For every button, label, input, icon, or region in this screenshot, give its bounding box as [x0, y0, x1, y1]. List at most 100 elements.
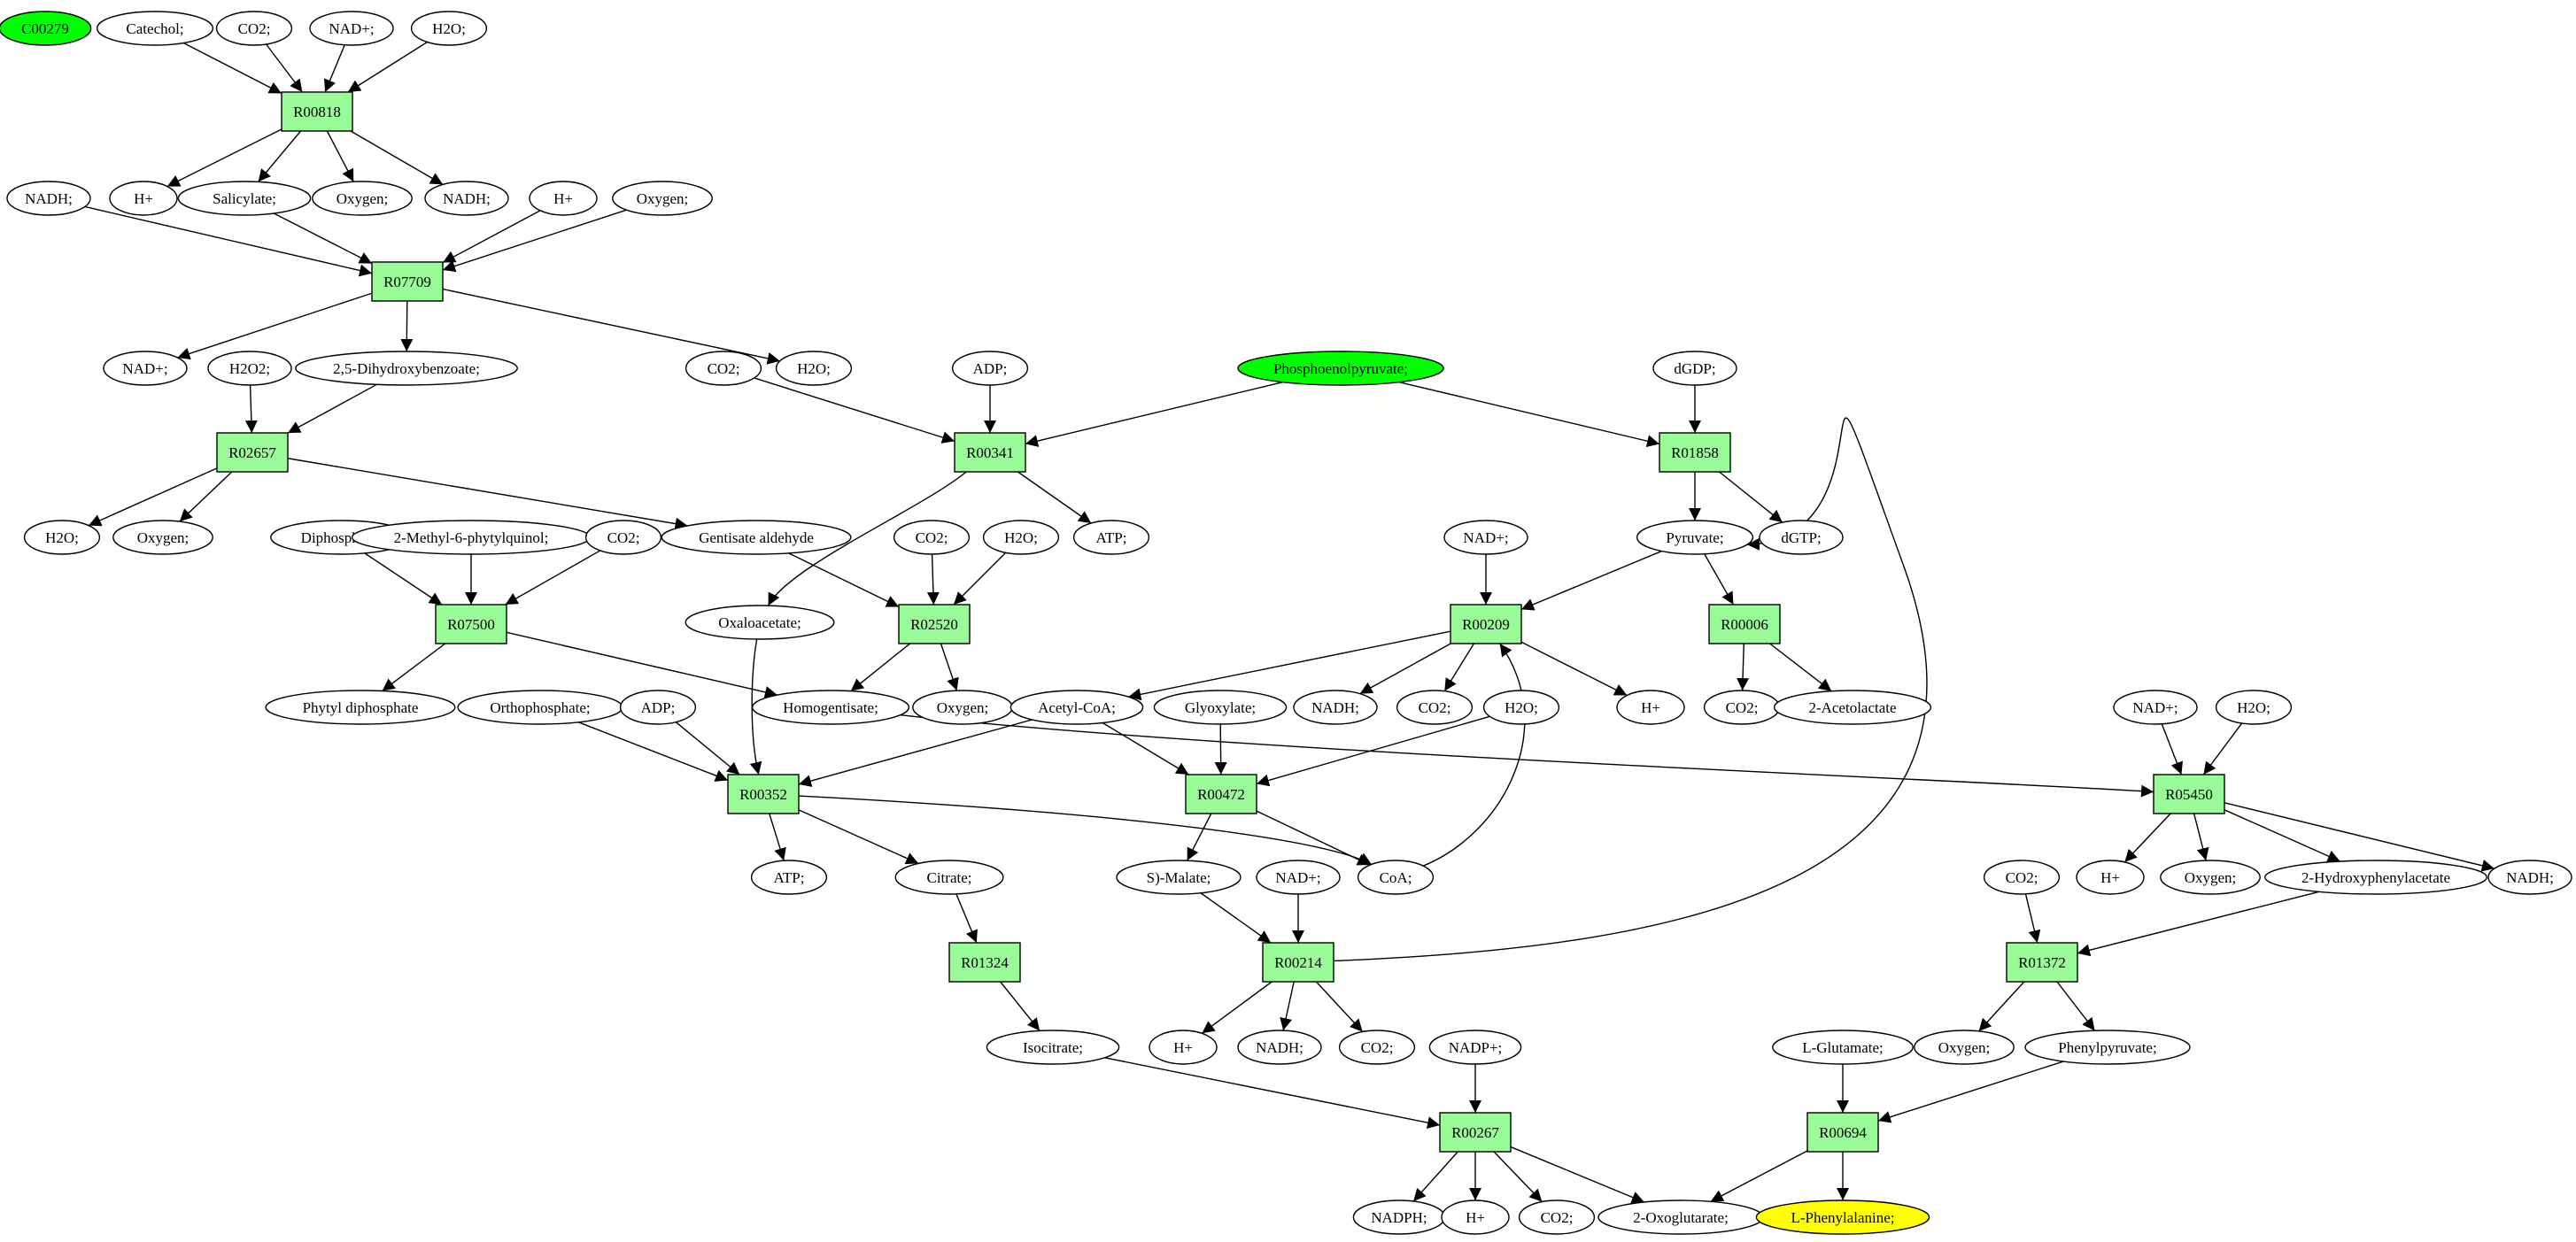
reaction-node-r07709[interactable]: R07709 [371, 261, 444, 302]
metabolite-node-hplus_b[interactable]: H+ [529, 181, 598, 216]
metabolite-node-acetylcoa[interactable]: Acetyl-CoA; [1010, 690, 1144, 725]
metabolite-node-pep[interactable]: Phosphoenolpyruvate; [1237, 351, 1444, 386]
metabolite-node-hplus_c[interactable]: H+ [1616, 690, 1685, 725]
metabolite-node-pyruvate[interactable]: Pyruvate; [1636, 520, 1754, 555]
metabolite-node-mpq[interactable]: 2-Methyl-6-phytylquinol; [351, 520, 592, 555]
metabolite-node-salicylate[interactable]: Salicylate; [177, 181, 312, 216]
metabolite-node-oxaloacetate[interactable]: Oxaloacetate; [685, 605, 835, 640]
metabolite-node-h2o_d[interactable]: H2O; [982, 520, 1060, 555]
metabolite-node-c00279[interactable]: C00279 [0, 11, 92, 46]
metabolite-node-hplus_f[interactable]: H+ [1441, 1200, 1510, 1235]
edge-pyruvate-to-R00209 [1520, 550, 1662, 611]
metabolite-label: ADP; [641, 699, 676, 716]
metabolite-node-adp_a[interactable]: ADP; [951, 351, 1029, 386]
metabolite-node-oxygen_f[interactable]: Oxygen; [1914, 1030, 2015, 1065]
reaction-node-r00472[interactable]: R00472 [1185, 774, 1257, 814]
metabolite-node-acetolactate[interactable]: 2-Acetolactate [1773, 690, 1932, 725]
metabolite-node-nadh_d[interactable]: NADH; [2487, 860, 2572, 895]
metabolite-node-h2o_f[interactable]: H2O; [2215, 690, 2293, 725]
metabolite-node-oxygen_c[interactable]: Oxygen; [112, 520, 213, 555]
reaction-node-r01324[interactable]: R01324 [948, 942, 1021, 983]
metabolite-node-oxygen_d[interactable]: Oxygen; [912, 690, 1013, 725]
metabolite-node-phenylpyruvate[interactable]: Phenylpyruvate; [2024, 1030, 2191, 1065]
reaction-node-r00352[interactable]: R00352 [727, 774, 800, 814]
reaction-node-r02657[interactable]: R02657 [216, 432, 289, 473]
metabolite-node-phytyldp[interactable]: Phytyl diphosphate [265, 690, 456, 725]
metabolite-node-homogentisate[interactable]: Homogentisate; [751, 690, 910, 725]
metabolite-node-nadh_a[interactable]: NADH; [424, 181, 509, 216]
metabolite-node-smalate[interactable]: S)-Malate; [1116, 860, 1242, 895]
metabolite-node-co2_d[interactable]: CO2; [893, 520, 971, 555]
edge-orthophosphate-to-R00352 [577, 721, 729, 782]
metabolite-node-oxygen_e[interactable]: Oxygen; [2160, 860, 2261, 895]
metabolite-node-oxygen_b[interactable]: Oxygen; [612, 181, 713, 216]
metabolite-node-coa[interactable]: CoA; [1357, 860, 1435, 895]
metabolite-node-oxygen_a[interactable]: Oxygen; [312, 181, 413, 216]
metabolite-node-co2_b[interactable]: CO2; [685, 351, 762, 386]
metabolite-node-dgtp[interactable]: dGTP; [1759, 520, 1844, 555]
metabolite-node-lphe[interactable]: L-Phenylalanine; [1755, 1200, 1930, 1235]
metabolite-node-h2o_c[interactable]: H2O; [23, 520, 101, 555]
reaction-node-r00818[interactable]: R00818 [281, 91, 353, 132]
reaction-node-r05450[interactable]: R05450 [2153, 774, 2225, 814]
metabolite-node-nad_e[interactable]: NAD+; [1256, 860, 1341, 895]
metabolite-node-isocitrate[interactable]: Isocitrate; [986, 1030, 1120, 1065]
metabolite-node-h2o_e[interactable]: H2O; [1482, 690, 1560, 725]
metabolite-ellipse [1338, 1030, 1416, 1065]
metabolite-node-nad_a[interactable]: NAD+; [309, 11, 394, 46]
reaction-node-r00209[interactable]: R00209 [1450, 604, 1522, 644]
metabolite-node-dgdp[interactable]: dGDP; [1652, 351, 1737, 386]
metabolite-node-co2_i[interactable]: CO2; [1518, 1200, 1596, 1235]
metabolite-node-lglutamate[interactable]: L-Glutamate; [1772, 1030, 1914, 1065]
reaction-node-r00694[interactable]: R00694 [1806, 1112, 1879, 1153]
metabolite-node-co2_a[interactable]: CO2; [215, 11, 293, 46]
metabolite-node-nad_d[interactable]: NAD+; [2113, 690, 2198, 725]
reaction-node-r00341[interactable]: R00341 [954, 432, 1026, 473]
metabolite-node-nadp[interactable]: NADP+; [1428, 1030, 1522, 1065]
metabolite-node-catechol[interactable]: Catechol; [96, 11, 214, 46]
metabolite-node-h2o_b[interactable]: H2O; [775, 351, 853, 386]
edge-R00472-to-coa [1256, 810, 1371, 866]
metabolite-node-glyoxylate[interactable]: Glyoxylate; [1153, 690, 1288, 725]
metabolite-node-h2o2[interactable]: H2O2; [207, 351, 292, 386]
metabolite-node-gentisald[interactable]: Gentisate aldehyde [661, 520, 852, 555]
metabolite-node-hplus_e[interactable]: H+ [1149, 1030, 1218, 1065]
reaction-box [281, 91, 353, 132]
metabolite-node-nad_c[interactable]: NAD+; [1443, 520, 1528, 555]
metabolite-ellipse [6, 181, 91, 216]
metabolite-node-h2o_a[interactable]: H2O; [410, 11, 488, 46]
metabolite-node-nadph[interactable]: NADPH; [1352, 1200, 1446, 1235]
metabolite-node-hplus_d[interactable]: H+ [2076, 860, 2145, 895]
metabolite-node-adp_b[interactable]: ADP; [619, 690, 697, 725]
reaction-node-r00214[interactable]: R00214 [1262, 942, 1334, 983]
metabolite-node-co2_f[interactable]: CO2; [1703, 690, 1781, 725]
metabolite-node-citrate[interactable]: Citrate; [894, 860, 1004, 895]
metabolite-node-atp_b[interactable]: ATP; [750, 860, 828, 895]
metabolite-label: Oxygen; [637, 190, 689, 207]
metabolite-node-nadh_b[interactable]: NADH; [6, 181, 91, 216]
edge-R00818-to-salicylate [258, 130, 302, 182]
metabolite-node-orthophosphate[interactable]: Orthophosphate; [457, 690, 623, 725]
metabolite-label: H2O; [1505, 699, 1538, 716]
metabolite-node-hpa[interactable]: 2-Hydroxyphenylacetate [2264, 860, 2487, 895]
reaction-node-r01372[interactable]: R01372 [2006, 942, 2078, 983]
edge-hpa-to-R01372 [2077, 891, 2320, 957]
metabolite-node-nadh_e[interactable]: NADH; [1237, 1030, 1322, 1065]
metabolite-node-oxoglutarate[interactable]: 2-Oxoglutarate; [1597, 1200, 1764, 1235]
reaction-node-r02520[interactable]: R02520 [898, 604, 971, 644]
reaction-node-r07500[interactable]: R07500 [435, 604, 507, 644]
metabolite-node-co2_e[interactable]: CO2; [1396, 690, 1474, 725]
metabolite-node-nad_b[interactable]: NAD+; [103, 351, 188, 386]
metabolite-node-co2_h[interactable]: CO2; [1338, 1030, 1416, 1065]
reaction-node-r01858[interactable]: R01858 [1659, 432, 1731, 473]
metabolite-node-co2_c[interactable]: CO2; [584, 520, 662, 555]
reaction-node-r00006[interactable]: R00006 [1708, 604, 1781, 644]
metabolite-node-nadh_c[interactable]: NADH; [1293, 690, 1378, 725]
metabolite-node-hplus_a[interactable]: H+ [109, 181, 178, 216]
metabolite-ellipse [1428, 1030, 1522, 1065]
metabolite-node-dhb[interactable]: 2,5-Dihydroxybenzoate; [295, 351, 518, 386]
reaction-node-r00267[interactable]: R00267 [1439, 1112, 1512, 1153]
metabolite-node-co2_g[interactable]: CO2; [1983, 860, 2061, 895]
reaction-box [2153, 774, 2225, 814]
metabolite-node-atp_a[interactable]: ATP; [1072, 520, 1150, 555]
